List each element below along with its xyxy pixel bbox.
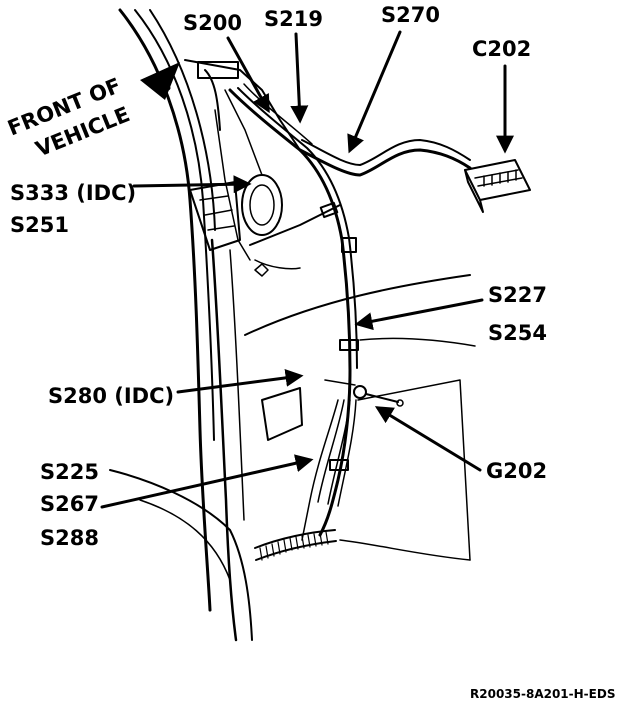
- c202-connector: [464, 159, 531, 213]
- front-of-vehicle-arrow: [140, 62, 180, 100]
- label-s227: S227: [488, 283, 547, 307]
- arrow-s333: [132, 175, 252, 194]
- label-s219: S219: [264, 7, 323, 31]
- arrow-s280: [176, 368, 304, 394]
- corrugated-loom: [259, 531, 329, 561]
- label-s280: S280 (IDC): [48, 384, 174, 408]
- reference-code: R20035-8A201-H-EDS: [470, 687, 615, 701]
- label-s267: S267: [40, 492, 99, 516]
- label-s288: S288: [40, 526, 99, 550]
- label-s251: S251: [10, 213, 69, 237]
- arrow-s227: [354, 298, 484, 331]
- arrow-s219: [290, 32, 309, 124]
- label-s270: S270: [381, 3, 440, 27]
- label-s254: S254: [488, 321, 547, 345]
- label-s333: S333 (IDC): [10, 181, 136, 205]
- label-g202: G202: [486, 459, 547, 483]
- arrow-s225-group: [100, 454, 314, 509]
- label-s225: S225: [40, 460, 99, 484]
- leader-arrows: [100, 30, 514, 509]
- label-c202: C202: [472, 37, 531, 61]
- vehicle-body: [109, 8, 476, 642]
- arrow-g202: [374, 406, 482, 472]
- arrow-s200: [226, 36, 270, 114]
- arrow-s270: [347, 30, 402, 154]
- orientation-label: FRONT OF VEHICLE: [4, 73, 133, 161]
- label-s200: S200: [183, 11, 242, 35]
- wiring-harness: [228, 83, 472, 541]
